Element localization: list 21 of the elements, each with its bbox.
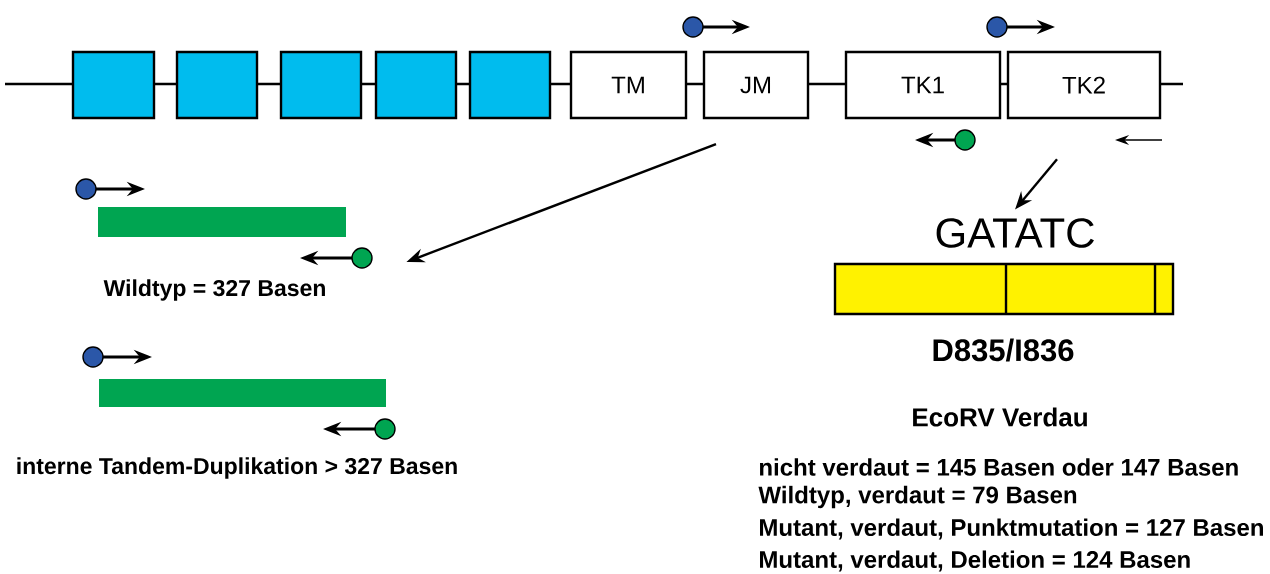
domain-box <box>279 50 363 120</box>
result-text: Mutant, verdaut, Deletion = 124 Basen <box>760 550 1190 572</box>
domain-box: TK1 <box>844 50 1002 120</box>
domain-box <box>175 50 259 120</box>
domain-box <box>468 50 552 120</box>
result-text: Wildtyp, verdaut = 79 Basen <box>758 485 1077 509</box>
result-text: nicht verdaut = 145 Basen oder 147 Basen <box>759 458 1238 476</box>
domain-box <box>71 50 156 120</box>
caption-text: interne Tandem-Duplikation > 327 Basen <box>17 457 457 479</box>
caption-text: Wildtyp = 327 Basen <box>103 279 325 301</box>
domain-box: TK2 <box>1006 50 1162 120</box>
domain-box: TM <box>569 50 688 120</box>
domain-box <box>374 50 458 120</box>
heading-text: EcoRV Verdau <box>913 407 1087 427</box>
sequence-text: GATATC <box>936 218 1094 248</box>
fragment-bar <box>98 207 346 237</box>
fragment-bar <box>833 262 1175 316</box>
fragment-bar <box>99 379 386 407</box>
caption-text: D835/I836 <box>933 338 1074 362</box>
result-text: Mutant, verdaut, Punktmutation = 127 Basen <box>760 518 1263 540</box>
domain-box: JM <box>702 50 810 120</box>
